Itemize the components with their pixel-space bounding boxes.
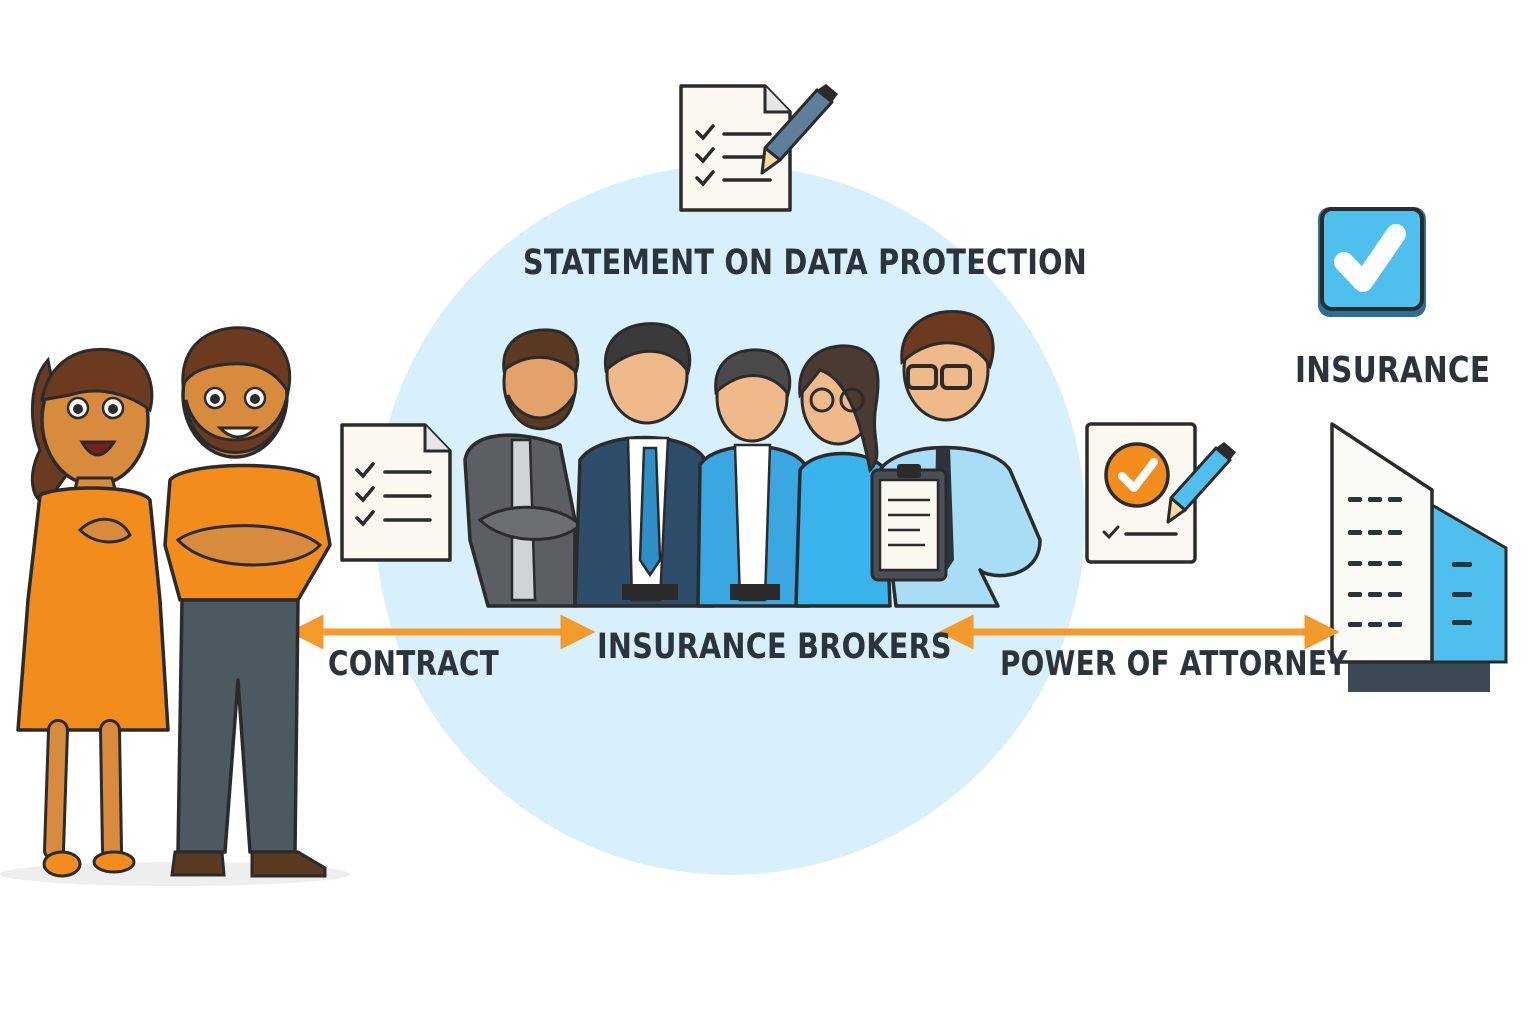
power-of-attorney-label: POWER OF ATTORNEY bbox=[1000, 644, 1348, 684]
broker-figure bbox=[794, 344, 892, 608]
broker-figure bbox=[870, 309, 1042, 608]
broker-figure bbox=[573, 322, 714, 608]
broker-figure bbox=[463, 328, 583, 608]
contract-document-icon bbox=[340, 423, 452, 562]
attorney-document-icon bbox=[1085, 422, 1236, 564]
man-figure bbox=[163, 326, 332, 878]
clipboard-icon bbox=[870, 464, 948, 582]
contract-label: CONTRACT bbox=[328, 644, 500, 684]
broker-figure bbox=[696, 348, 810, 608]
insurance-checkbox-icon bbox=[1318, 207, 1426, 317]
insurance-label: INSURANCE bbox=[1295, 350, 1491, 391]
statement-label: STATEMENT ON DATA PROTECTION bbox=[523, 243, 1088, 283]
brokers-label: INSURANCE BROKERS bbox=[597, 627, 952, 667]
pen-icon bbox=[760, 84, 838, 175]
pen-icon bbox=[1166, 442, 1236, 524]
statement-document-icon bbox=[679, 84, 838, 212]
office-building-icon bbox=[1330, 422, 1508, 692]
woman-figure bbox=[16, 347, 170, 878]
insurance-brokers-illustration bbox=[463, 309, 1042, 608]
customer-couple-illustration bbox=[0, 326, 350, 886]
